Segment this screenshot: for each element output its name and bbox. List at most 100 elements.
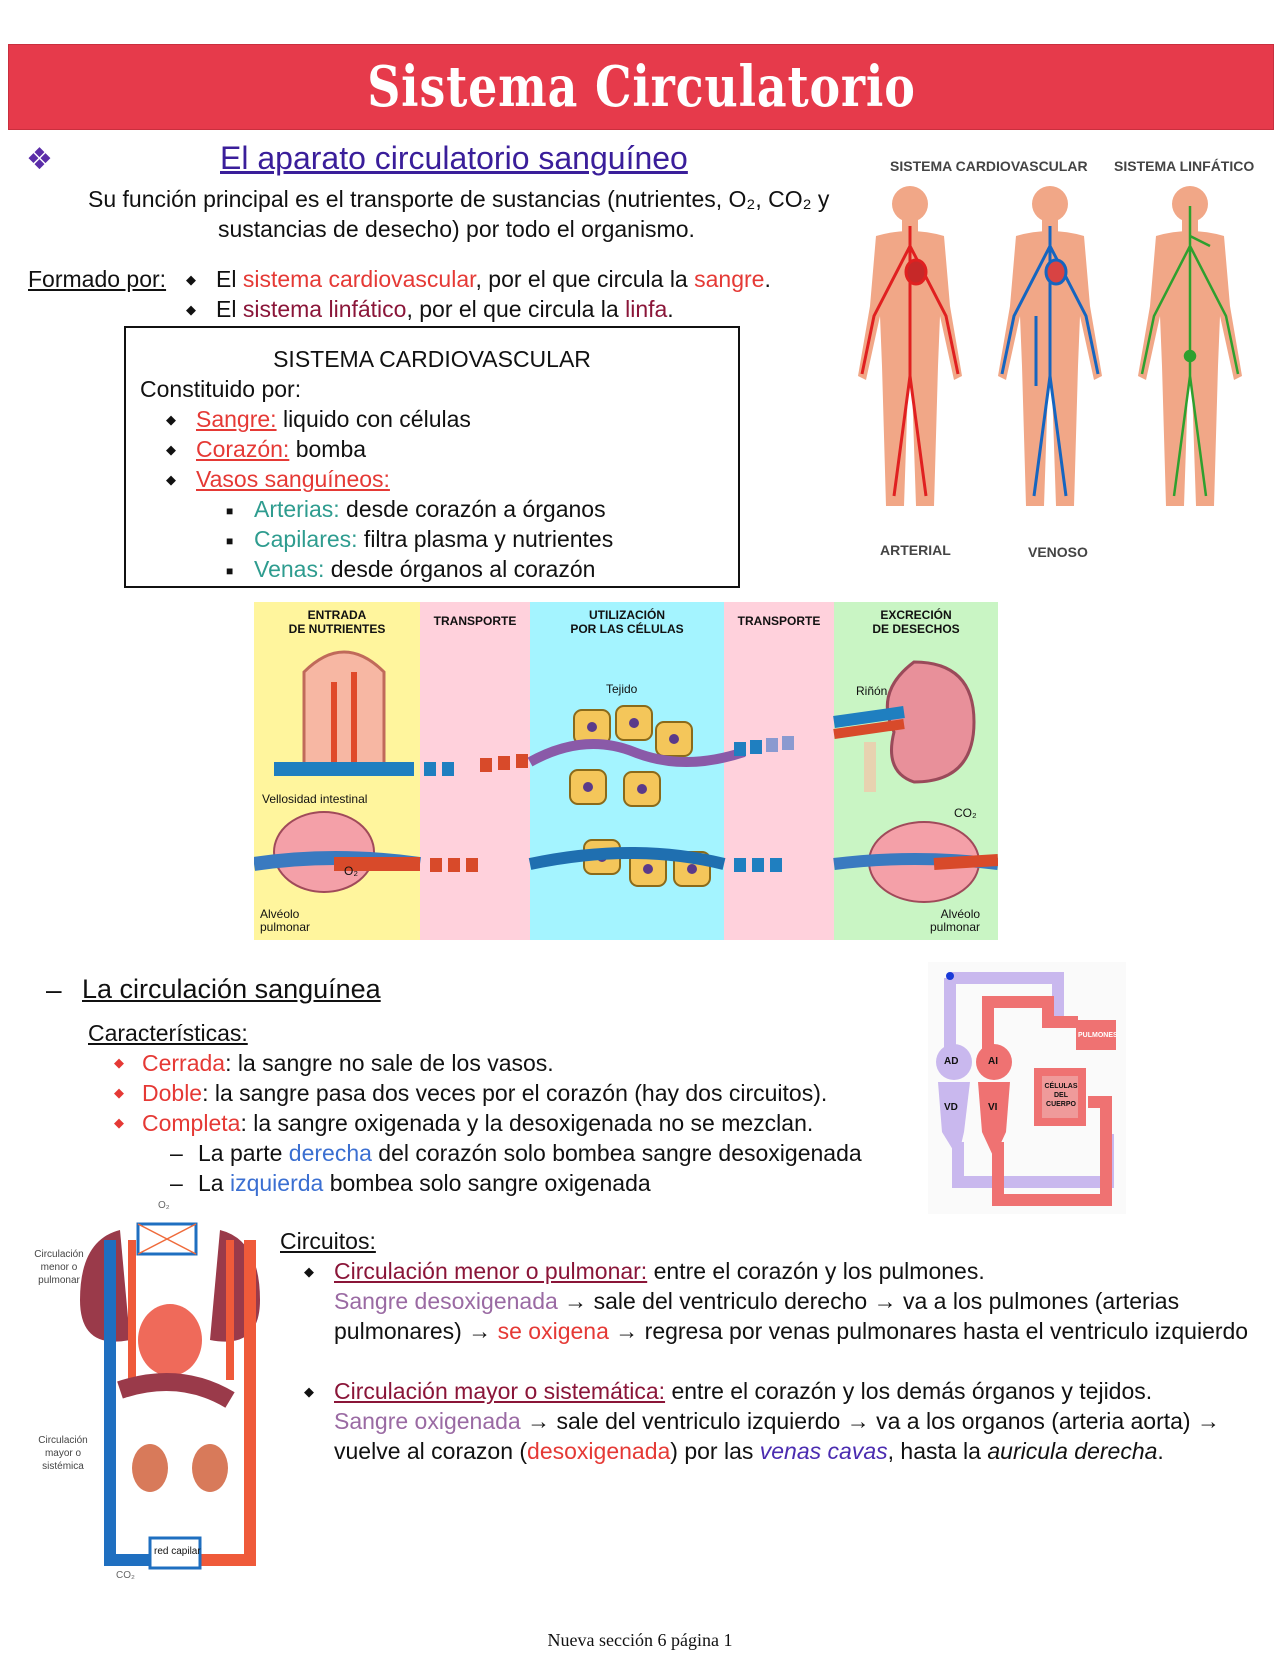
col-pink	[420, 602, 530, 940]
formed-text: , por el que circula la	[475, 266, 695, 292]
footer-text: Nueva sección 6 página 1	[547, 1630, 733, 1650]
formed-text: , por el que circula la	[406, 296, 626, 322]
o2-label: O₂	[344, 864, 358, 878]
page-title: Sistema Circulatorio	[366, 54, 916, 120]
mayor-path: vuelve al corazon (	[334, 1438, 528, 1464]
vi-label: VI	[988, 1102, 998, 1113]
char-desc: : la sangre oxigenada y la desoxigenada …	[240, 1110, 814, 1136]
menor-path: → regresa por venas pulmonares hasta el …	[608, 1318, 1249, 1344]
section-marker-icon: ❖	[26, 143, 53, 176]
ai-label: AI	[988, 1056, 998, 1067]
box-subdesc: desde órganos al corazón	[324, 556, 596, 582]
sub-text: La	[198, 1170, 230, 1196]
transport-drawing-icon	[254, 650, 998, 903]
char-item-doble: ◆ Doble: la sangre pasa dos veces por el…	[114, 1080, 828, 1106]
box-subterm: Arterias:	[254, 496, 340, 522]
formed-fluid: linfa	[625, 296, 668, 322]
box-subdesc: desde corazón a órganos	[339, 496, 606, 522]
sub-item-izquierda: – La izquierda bombea solo sangre oxigen…	[170, 1170, 651, 1196]
char-desc: : la sangre pasa dos veces por el corazó…	[202, 1080, 828, 1106]
col3-label: UTILIZACIÓN POR LAS CÉLULAS	[570, 608, 684, 636]
mayor-path: → sale del ventriculo izquierdo → va a l…	[520, 1408, 1220, 1434]
circuit-mayor-line-3: vuelve al corazon (desoxigenada) por las…	[334, 1436, 1164, 1466]
tejido-label: Tejido	[606, 682, 638, 696]
o2-label: O₂	[158, 1200, 170, 1211]
mayor-deoxy: desoxigenada	[527, 1438, 671, 1464]
col1-label: ENTRADA DE NUTRIENTES	[288, 608, 386, 636]
sub-text: del corazón solo bombea sangre desoxigen…	[371, 1140, 862, 1166]
circuit-menor-line-1: ◆ Circulación menor o pulmonar: entre el…	[304, 1258, 985, 1284]
co2-label: CO₂	[116, 1570, 135, 1581]
mayor-blood: Sangre oxigenada	[334, 1408, 521, 1434]
formed-system: sistema linfático	[242, 296, 407, 322]
celulas-label: CÉLULAS DEL CUERPO	[1044, 1083, 1078, 1108]
char-term: Completa	[142, 1110, 241, 1136]
label-cardio: SISTEMA CARDIOVASCULAR	[890, 158, 1088, 174]
circuits-label: Circuitos:	[280, 1228, 376, 1254]
box-item-sangre: Sangre: liquido con células	[166, 404, 471, 435]
pulmones-label: PULMONES	[1078, 1032, 1118, 1039]
alveolo-left-label: Alvéolo pulmonar	[260, 907, 311, 934]
box-term: Sangre:	[196, 406, 277, 432]
box-sub-venas: ■ Venas: desde órganos al corazón	[226, 556, 596, 582]
body-systems-figure: SISTEMA CARDIOVASCULAR SISTEMA LINFÁTICO	[850, 150, 1270, 570]
label-venoso: VENOSO	[1028, 544, 1088, 560]
char-item-cerrada: ◆ Cerrada: la sangre no sale de los vaso…	[114, 1050, 554, 1076]
formed-item-lymph: El sistema linfático, por el que circula…	[186, 294, 674, 325]
cardiovascular-box: SISTEMA CARDIOVASCULAR Constituido por: …	[124, 326, 740, 588]
formed-text: El	[216, 266, 243, 292]
menor-title: Circulación menor o pulmonar:	[334, 1258, 648, 1284]
characteristics-label: Características:	[88, 1020, 248, 1046]
sub-text: La parte	[198, 1140, 289, 1166]
col2-label: TRANSPORTE	[433, 614, 517, 628]
box-term: Vasos sanguíneos:	[196, 466, 390, 492]
vellosidad-label: Vellosidad intestinal	[262, 792, 368, 806]
transport-figure: ENTRADA DE NUTRIENTES TRANSPORTE UTILIZA…	[254, 602, 998, 940]
box-sub-arterias: ■ Arterias: desde corazón a órganos	[226, 496, 606, 522]
char-term: Cerrada	[142, 1050, 226, 1076]
circuit-mayor-line-1: ◆ Circulación mayor o sistemática: entre…	[304, 1378, 1153, 1404]
label-lymph: SISTEMA LINFÁTICO	[1114, 158, 1255, 174]
formed-text: .	[667, 296, 674, 322]
intro-line-2: sustancias de desecho) por todo el organ…	[218, 216, 695, 242]
menor-oxygenate: se oxigena	[497, 1318, 609, 1344]
body-figures-icon	[858, 186, 1242, 506]
mayor-auricula: auricula derecha	[987, 1438, 1158, 1464]
box-sub-capilares: ■ Capilares: filtra plasma y nutrientes	[226, 526, 614, 552]
box-constituted: Constituido por:	[140, 376, 302, 402]
formed-text: El	[216, 296, 243, 322]
box-subterm: Capilares:	[254, 526, 358, 552]
box-subterm: Venas:	[254, 556, 325, 582]
menor-path: → sale del ventriculo derecho → va a los…	[557, 1288, 1180, 1314]
mayor-cavas: venas cavas	[759, 1438, 888, 1464]
section-title: El aparato circulatorio sanguíneo	[220, 140, 688, 176]
formed-text: .	[764, 266, 771, 292]
menor-label: Circulación menor o pulmonar	[34, 1249, 84, 1286]
red-capilar-label: red capilar	[154, 1546, 201, 1557]
col5-label: EXCRECIÓN DE DESECHOS	[872, 608, 960, 636]
mayor-title: Circulación mayor o sistemática:	[334, 1378, 666, 1404]
box-desc: bomba	[289, 436, 367, 462]
heart-diagram: AD AI VD VI PULMONES CÉLULAS DEL CUERPO	[928, 962, 1126, 1214]
box-subdesc: filtra plasma y nutrientes	[357, 526, 614, 552]
sub-side: izquierda	[229, 1170, 324, 1196]
box-title: SISTEMA CARDIOVASCULAR	[273, 346, 591, 372]
circuit-menor-line-3: pulmonares) → se oxigena → regresa por v…	[334, 1316, 1248, 1346]
section2-dash: –	[46, 974, 62, 1005]
circuit-menor-line-2: Sangre desoxigenada → sale del ventricul…	[334, 1286, 1179, 1316]
intro-line-1: Su función principal es el transporte de…	[88, 186, 830, 212]
mayor-label: Circulación mayor o sistémica	[38, 1435, 88, 1472]
char-term: Doble	[142, 1080, 203, 1106]
circuit-mayor-line-2: Sangre oxigenada → sale del ventriculo i…	[334, 1406, 1220, 1436]
alveolo-right-label: Alvéolo pulmonar	[930, 907, 981, 934]
box-item-vasos: Vasos sanguíneos:	[166, 464, 390, 495]
col-pink-2	[724, 602, 834, 940]
box-desc: liquido con células	[276, 406, 471, 432]
formed-system: sistema cardiovascular	[242, 266, 476, 292]
section2-title: La circulación sanguínea	[82, 974, 381, 1004]
char-desc: : la sangre no sale de los vasos.	[225, 1050, 554, 1076]
co2-label: CO₂	[954, 806, 977, 820]
formed-by-label: Formado por:	[28, 266, 167, 292]
mayor-path: .	[1157, 1438, 1164, 1464]
menor-blood: Sangre desoxigenada	[334, 1288, 558, 1314]
